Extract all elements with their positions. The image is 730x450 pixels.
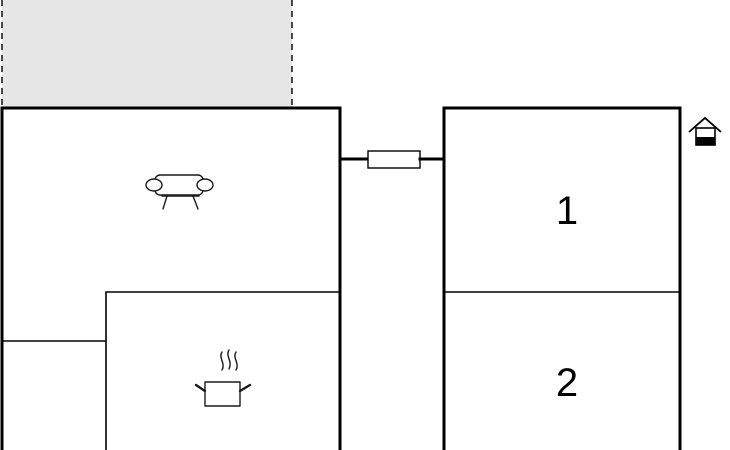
kitchen-partition [105, 291, 340, 450]
left-wing-outer-wall [0, 106, 370, 450]
room-number-2: 2 [556, 361, 578, 405]
cooking-pot-icon [194, 349, 252, 407]
sofa-icon [145, 174, 214, 210]
window-icon [367, 150, 421, 169]
room-number-1: 1 [556, 189, 578, 233]
terrace-area [1, 0, 293, 108]
house-entrance-icon [688, 116, 722, 146]
right-wing-outer-wall [418, 106, 682, 450]
